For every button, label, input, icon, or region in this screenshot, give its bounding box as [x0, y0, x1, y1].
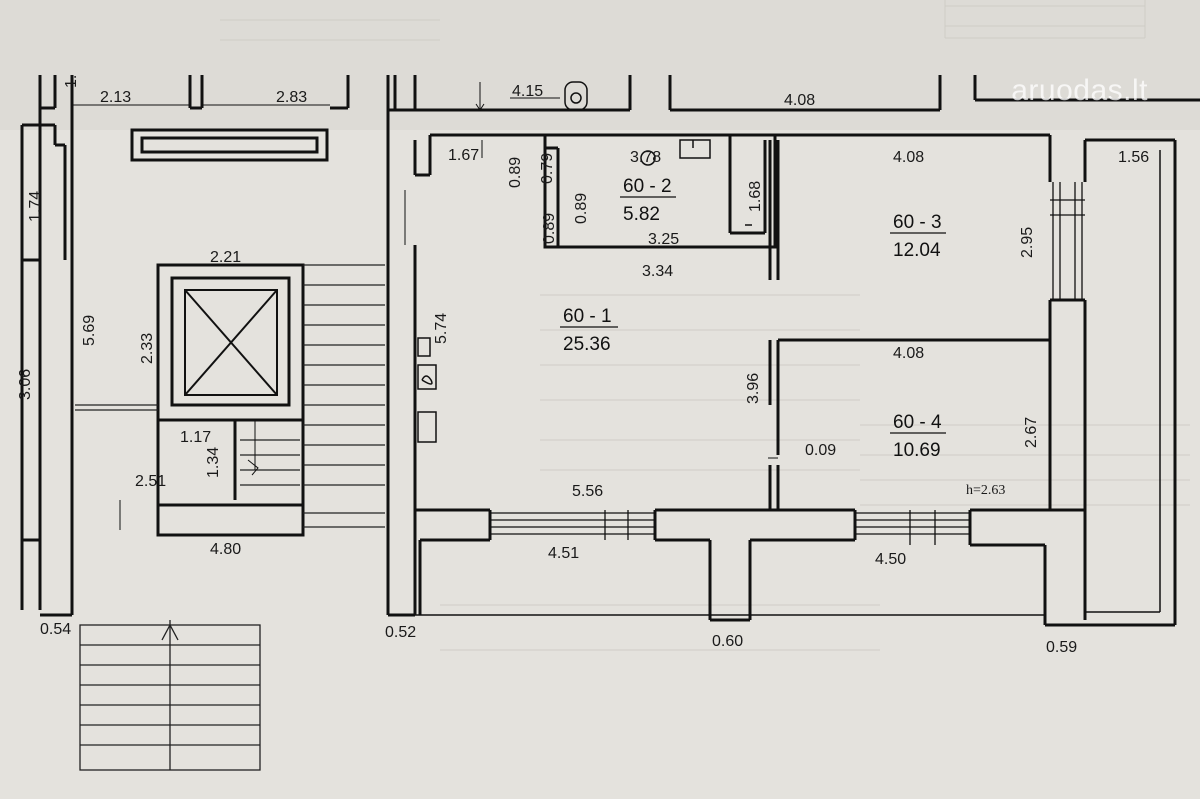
dim-2-21: 2.21 — [210, 249, 241, 266]
fixtures — [417, 81, 752, 443]
dim-1-74: 1.74 — [27, 191, 44, 222]
dim-1-34: 1.34 — [205, 447, 222, 478]
room-60-1-area: 25.36 — [563, 334, 611, 355]
dim-1-67: 1.67 — [448, 147, 479, 164]
dim-height: h=2.63 — [966, 483, 1005, 498]
dim-2-67: 2.67 — [1023, 417, 1040, 448]
watermark-text: aruodas.lt — [1011, 74, 1148, 107]
dim-3-78: 3.78 — [630, 149, 661, 166]
dim-0-89-a: 0.89 — [507, 157, 524, 188]
stairs-upper — [75, 264, 385, 528]
dim-4-50: 4.50 — [875, 551, 906, 568]
dim-4-08-room3: 4.08 — [893, 149, 924, 166]
dimension-lines — [72, 82, 778, 530]
dim-3-06: 3.06 — [17, 369, 34, 400]
background-document-lines — [220, 0, 1190, 651]
dim-0-09: 0.09 — [805, 442, 836, 459]
room-60-2-code: 60 - 2 — [623, 176, 672, 197]
dim-2-51: 2.51 — [135, 473, 166, 490]
dim-4-08-room4: 4.08 — [893, 345, 924, 362]
room-60-3-code: 60 - 3 — [893, 212, 942, 233]
dim-0-89-b: 0.89 — [541, 213, 558, 244]
dim-0-89-c: 0.89 — [573, 193, 590, 224]
room-60-2-area: 5.82 — [623, 204, 660, 225]
dim-2-13: 2.13 — [100, 89, 131, 106]
room-labels: 60 - 1 25.36 60 - 2 5.82 60 - 3 12.04 60… — [560, 176, 946, 461]
walls — [20, 75, 1200, 627]
room-60-4-code: 60 - 4 — [893, 412, 942, 433]
dim-3-34: 3.34 — [642, 263, 673, 280]
dim-1-17: 1.17 — [180, 429, 211, 446]
room-60-3-area: 12.04 — [893, 240, 941, 261]
dim-2-33: 2.33 — [139, 333, 156, 364]
dim-3-96: 3.96 — [745, 373, 762, 404]
dim-0-79: 0.79 — [539, 153, 556, 184]
dim-1: 1. — [63, 75, 80, 88]
dim-0-60: 0.60 — [712, 633, 743, 650]
dim-5-69: 5.69 — [81, 315, 98, 346]
watermark-logo: aruodas.lt — [1011, 74, 1148, 108]
dim-4-15: 4.15 — [512, 83, 543, 100]
dim-5-74: 5.74 — [433, 313, 450, 344]
dim-4-08-top: 4.08 — [784, 92, 815, 109]
dim-3-25: 3.25 — [648, 231, 679, 248]
dim-0-54: 0.54 — [40, 621, 71, 638]
dim-5-56: 5.56 — [572, 483, 603, 500]
dim-4-80: 4.80 — [210, 541, 241, 558]
dim-1-68: 1.68 — [747, 181, 764, 212]
room-60-1-code: 60 - 1 — [563, 306, 612, 327]
dim-0-59: 0.59 — [1046, 639, 1077, 656]
dim-2-83: 2.83 — [276, 89, 307, 106]
stairs-lower — [79, 620, 261, 771]
elevator-shaft — [184, 289, 278, 396]
dim-4-51: 4.51 — [548, 545, 579, 562]
dimension-labels: 1. 2.13 2.83 4.15 4.08 1.67 0.89 0.79 3.… — [17, 75, 1149, 656]
dim-1-56: 1.56 — [1118, 149, 1149, 166]
dim-2-95: 2.95 — [1019, 227, 1036, 258]
room-60-4-area: 10.69 — [893, 440, 941, 461]
windows — [490, 182, 1085, 545]
dim-0-52: 0.52 — [385, 624, 416, 641]
